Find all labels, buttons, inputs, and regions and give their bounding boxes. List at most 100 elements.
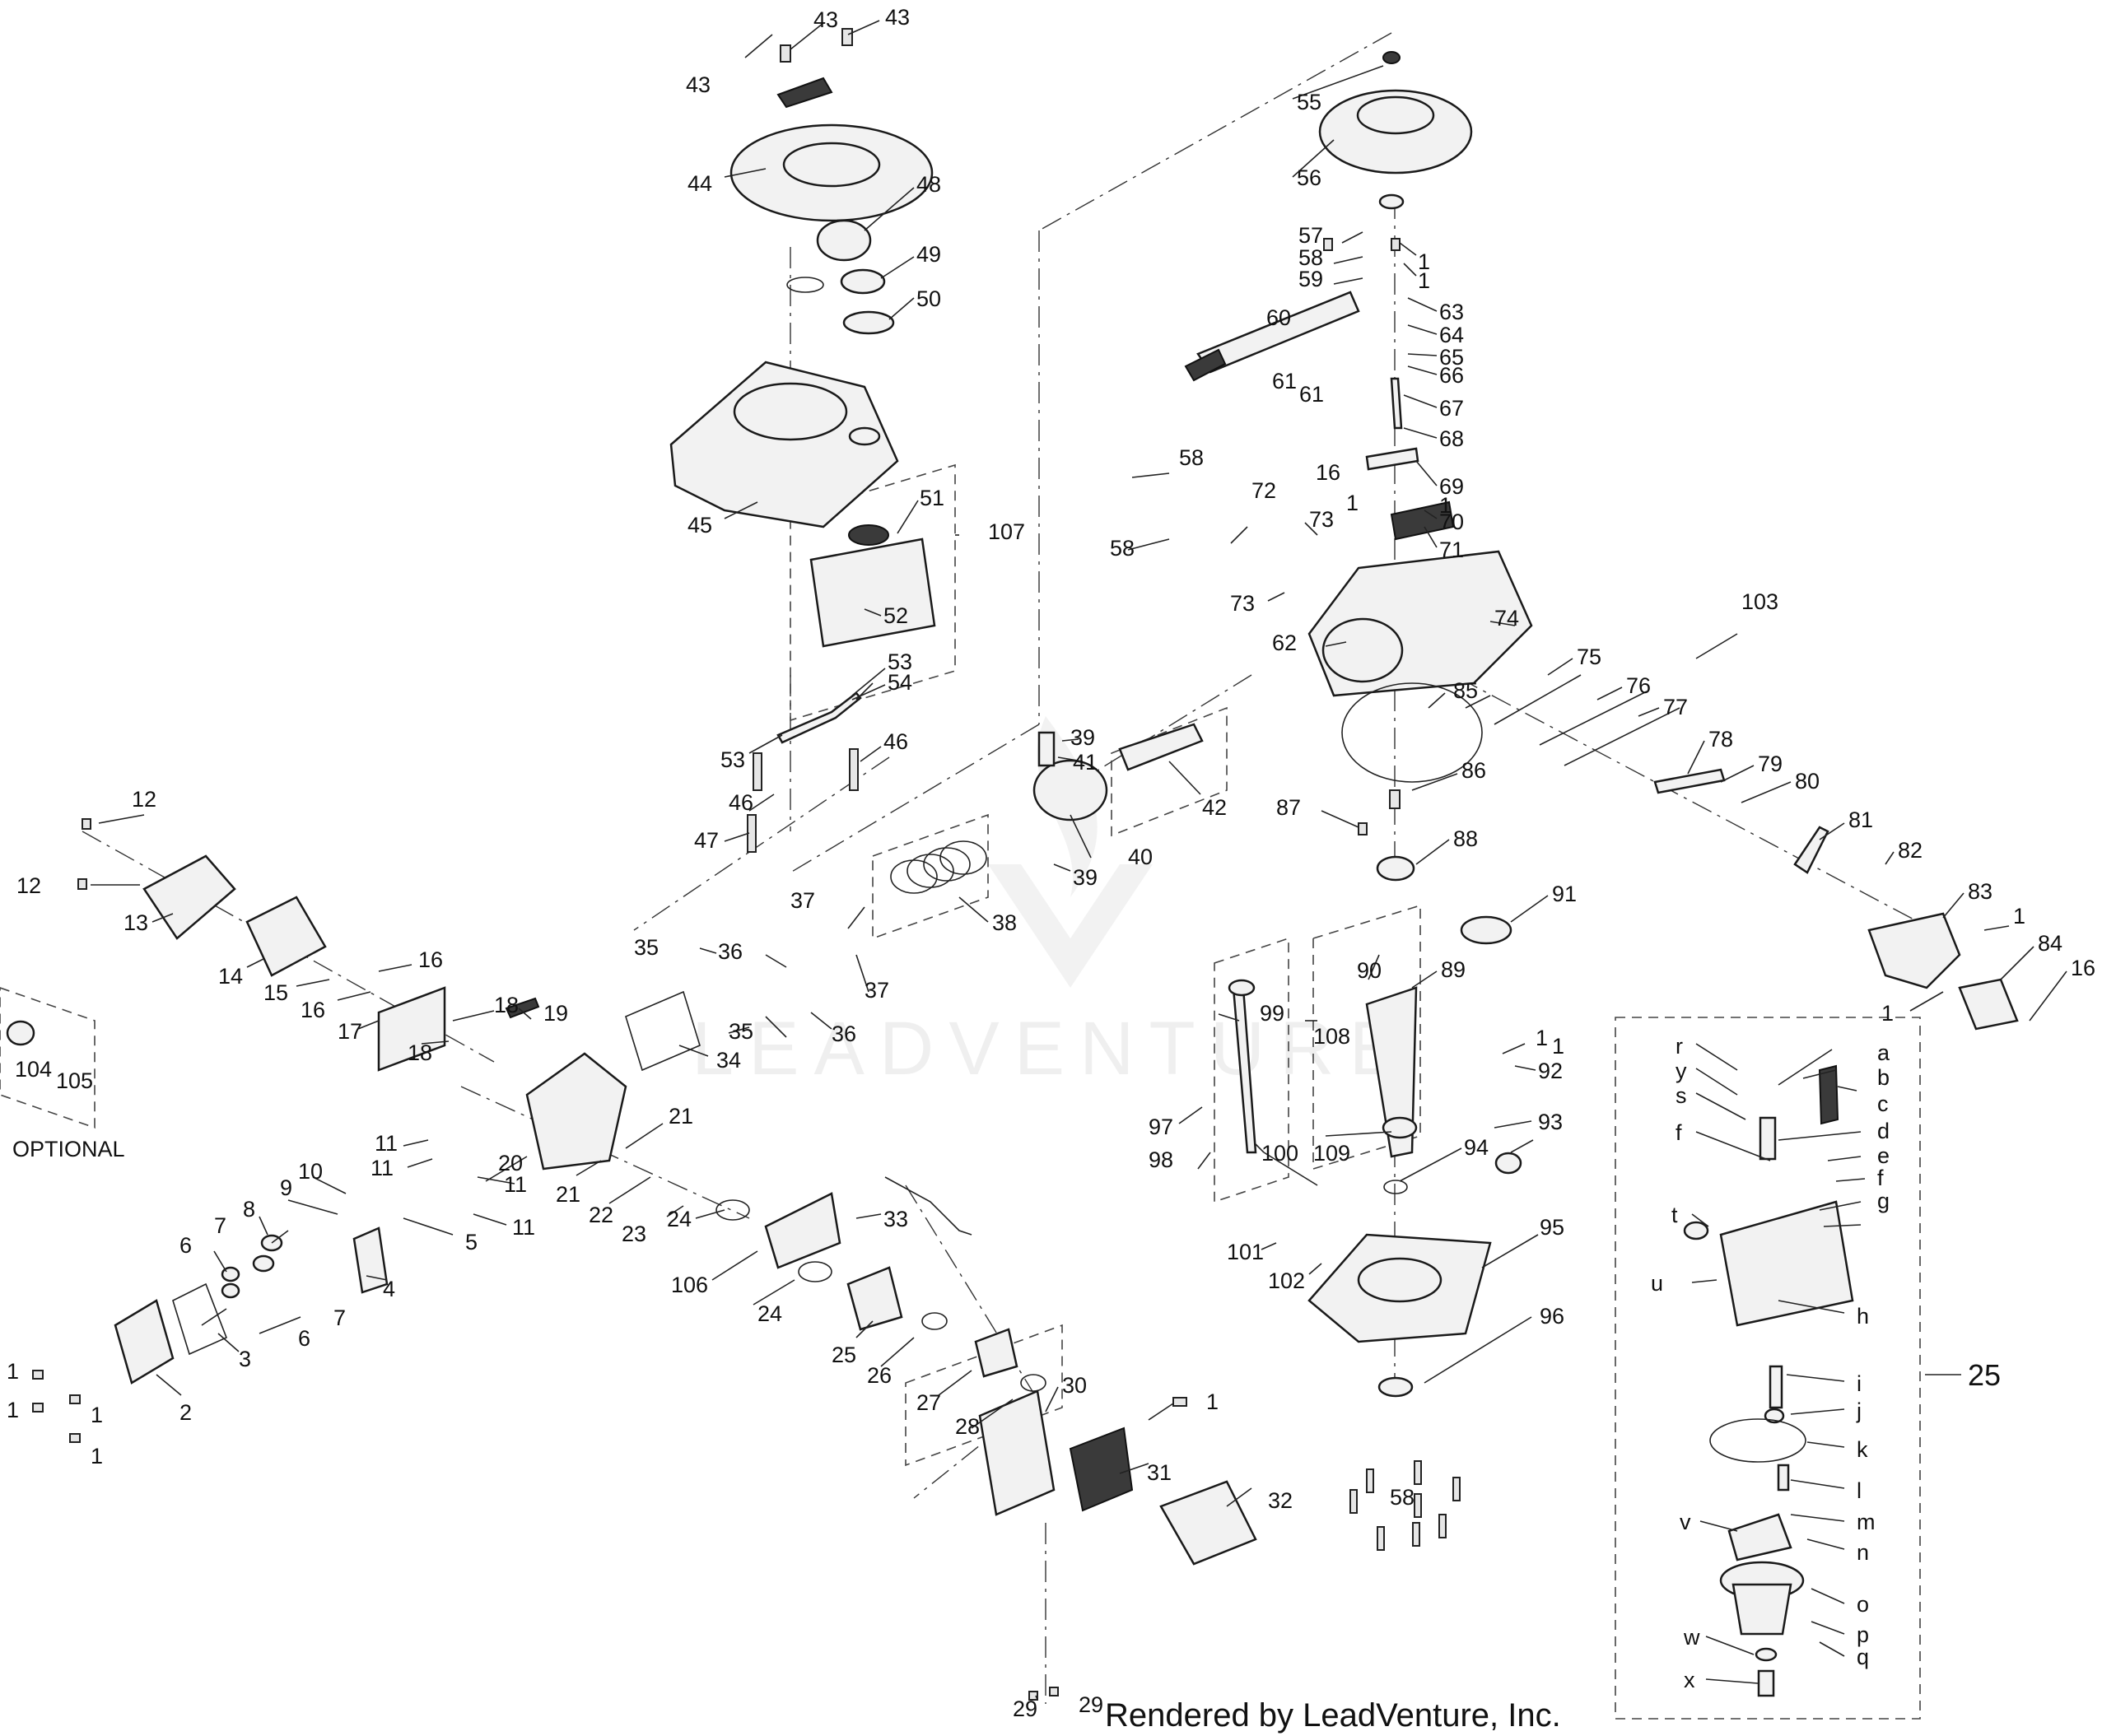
callout-35: 35 [634,935,659,960]
callout-16: 16 [418,947,443,972]
callout-77: 77 [1663,695,1688,719]
callout-109: 109 [1313,1141,1350,1166]
carb-callout-k: k [1857,1437,1868,1462]
starter-washer [842,310,895,335]
governor-spring [1539,691,1648,746]
callout-18: 18 [408,1040,432,1065]
callout-100: 100 [1261,1141,1298,1166]
callout-86: 86 [1461,758,1486,783]
callout-90: 90 [1357,958,1382,983]
carb-callout-x: x [1684,1668,1695,1692]
carb-callout-u: u [1651,1271,1663,1296]
callout-19: 19 [543,1001,568,1026]
callout-76: 76 [1626,673,1651,698]
callout-88: 88 [1453,826,1478,851]
carb-callout-d: d [1877,1119,1890,1143]
callout-92: 92 [1538,1059,1563,1083]
governor-arm [1793,826,1829,874]
watermark-text: LEADVENTURE [692,1007,1415,1091]
callout-30: 30 [1062,1373,1087,1398]
carb-callout-w: w [1683,1625,1700,1650]
callout-81: 81 [1848,807,1873,832]
callout-39: 39 [1073,865,1098,890]
callout-13: 13 [124,910,148,935]
fuel-tank-group-box [790,463,956,722]
dipstick-group-box [1214,937,1289,1203]
choke-link [884,1176,972,1236]
callout-83: 83 [1968,879,1992,904]
callout-12: 12 [132,787,156,812]
intake-gasket [715,1199,750,1221]
callout-71: 71 [1439,538,1464,562]
callout-53: 53 [720,747,745,772]
crankshaft [1365,986,1418,1158]
callout-59: 59 [1298,267,1323,291]
callout-37: 37 [865,978,889,1003]
starter-rope-loop [786,277,824,293]
callout-1: 1 [91,1403,103,1427]
carb-callout-v: v [1680,1510,1691,1534]
fuel-tank [809,524,936,648]
carb-callout-b: b [1877,1065,1890,1090]
render-credit: Rendered by LeadVenture, Inc. [1105,1697,1561,1734]
callout-53: 53 [888,649,912,674]
callout-16: 16 [1316,460,1340,485]
callout-29: 29 [1013,1696,1037,1721]
callout-84: 84 [2038,931,2062,956]
callout-94: 94 [1464,1135,1489,1160]
callout-61: 61 [1272,369,1297,393]
callout-104: 104 [15,1057,52,1082]
callout-85: 85 [1453,678,1478,703]
callout-20: 20 [498,1151,523,1175]
piston-pin [1037,731,1056,767]
callout-48: 48 [916,172,941,197]
callout-6: 6 [179,1233,192,1258]
callout-106: 106 [671,1273,708,1297]
callout-37: 37 [790,888,815,913]
callout-31: 31 [1147,1460,1172,1485]
callout-63: 63 [1439,300,1464,324]
group-boxes [0,463,1921,1720]
callout-67: 67 [1439,396,1464,421]
governor-shaft [1653,768,1726,794]
carb-callout-y: y [1676,1059,1687,1083]
callout-7: 7 [214,1213,226,1238]
callout-12: 12 [16,873,41,898]
callout-28: 28 [955,1414,980,1439]
callout-18: 18 [494,993,519,1017]
callout-3: 3 [239,1347,251,1371]
muffler-optional-box [0,987,96,1129]
callout-6: 6 [298,1326,310,1351]
callout-11: 11 [504,1172,527,1197]
carb-callout-h: h [1857,1304,1869,1329]
air-filter-element [1069,1426,1134,1512]
callout-58: 58 [1390,1485,1415,1510]
callout-35: 35 [729,1019,753,1044]
callout-26: 26 [867,1363,892,1388]
callout-32: 32 [1268,1488,1293,1513]
connecting-rod [1118,723,1204,771]
callout-11: 11 [371,1156,394,1180]
callout-2: 2 [179,1400,192,1425]
callout-1: 1 [1881,1001,1894,1026]
carb-callout-f2: f [1877,1166,1884,1190]
callout-38: 38 [992,910,1017,935]
callout-14: 14 [218,964,243,989]
carb-callout-a: a [1877,1040,1890,1065]
crankshaft-group-box [1312,904,1421,1171]
callout-72: 72 [1251,478,1276,503]
callout-60: 60 [1266,305,1291,330]
callout-7: 7 [333,1305,346,1330]
carburetor-detail-box [1615,1017,1921,1720]
callout-58: 58 [1298,245,1323,270]
carb-callout-o: o [1857,1592,1869,1617]
callout-33: 33 [883,1207,908,1231]
callout-78: 78 [1708,727,1733,752]
link-rod [1564,707,1680,766]
breather-group-box [1111,706,1228,837]
callout-80: 80 [1795,769,1820,794]
fuel-line [776,691,862,744]
callout-99: 99 [1260,1001,1284,1026]
parts-illustrations [6,28,2019,1701]
